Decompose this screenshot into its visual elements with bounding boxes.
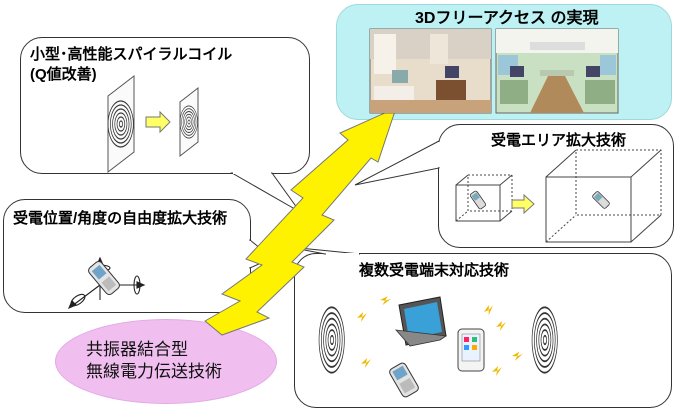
coil-panel-title-2: (Q値改善) xyxy=(30,66,97,83)
angle-panel: 受電位置/角度の自由度拡大技術 xyxy=(3,199,251,313)
coil-panel-title-1: 小型･高性能スパイラルコイル xyxy=(30,46,233,63)
large-cube-phone-icon xyxy=(592,191,610,209)
right-spiral-coil-icon xyxy=(531,306,559,374)
train-photo xyxy=(495,28,619,114)
top-panel-title: 3Dフリーアクセス の実現 xyxy=(415,10,599,27)
tablet-icon xyxy=(395,296,448,347)
large-spiral-coil-icon xyxy=(107,74,135,174)
coil-panel: 小型･高性能スパイラルコイル (Q値改善) xyxy=(20,37,310,174)
room-photo xyxy=(369,28,492,114)
area-arrow xyxy=(511,193,535,215)
small-spiral-coil-icon xyxy=(179,86,199,158)
left-spiral-coil-icon xyxy=(318,306,346,374)
angle-panel-title: 受電位置/角度の自由度拡大技術 xyxy=(13,210,228,227)
core-tech-line-2: 無線電力伝送技術 xyxy=(86,362,222,381)
angle-phone-icon xyxy=(88,260,120,296)
multi-panel-title: 複数受電端末対応技術 xyxy=(359,262,510,279)
coil-arrow xyxy=(145,110,171,134)
area-panel-title: 受電エリア拡大技術 xyxy=(491,132,627,149)
core-tech-label: 共振器結合型 無線電力伝送技術 xyxy=(86,339,222,383)
progress-arrow xyxy=(204,107,397,336)
core-tech-oval xyxy=(55,319,277,404)
smartphone-icon xyxy=(457,328,485,372)
core-tech-line-1: 共振器結合型 xyxy=(86,340,188,359)
coil-callout-tail xyxy=(230,172,301,213)
small-cube-phone-icon xyxy=(469,190,487,210)
area-panel: 受電エリア拡大技術 xyxy=(438,124,674,248)
large-cube-icon xyxy=(545,149,662,243)
multi-phone-icon xyxy=(389,362,419,398)
small-cube-icon xyxy=(455,174,513,222)
